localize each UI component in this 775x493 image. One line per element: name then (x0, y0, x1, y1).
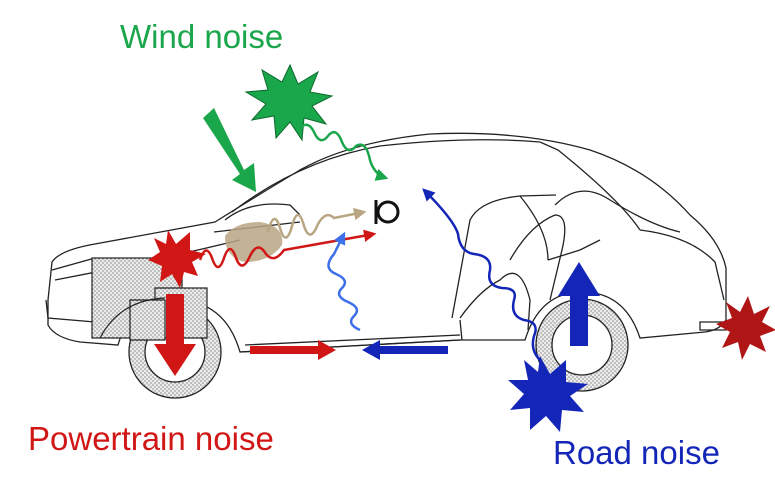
road-floor-arrow (362, 340, 448, 360)
cabin-wave-arrow (266, 207, 367, 239)
powertrain-wave-arrow (198, 229, 377, 269)
wind-wave-arrow (299, 123, 389, 181)
powertrain-floor-arrow (250, 340, 336, 360)
road-up-arrow (558, 262, 600, 346)
road-noise-label: Road noise (553, 434, 720, 471)
wind-arrow-icon (203, 108, 256, 192)
dashboard-shape (225, 222, 283, 262)
road-floor-wave-arrow (327, 231, 361, 332)
powertrain-burst-icon (148, 230, 206, 288)
wind-burst-icon (244, 63, 334, 142)
road-burst-icon (508, 356, 588, 432)
powertrain-down-arrow (154, 294, 196, 376)
exhaust-burst-icon (716, 296, 775, 360)
road-wave-arrow (422, 188, 541, 361)
powertrain-noise-label: Powertrain noise (28, 420, 274, 457)
wind-noise-label: Wind noise (120, 18, 284, 55)
microphone-icon (374, 200, 400, 224)
